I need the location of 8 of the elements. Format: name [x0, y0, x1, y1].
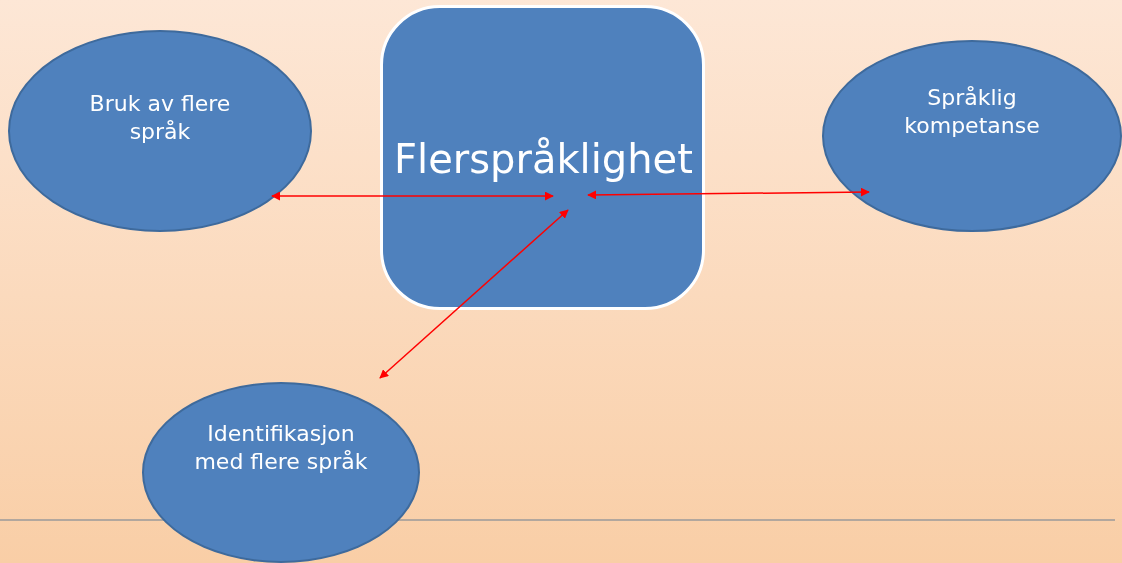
central-title: Flerspråklighet: [393, 135, 694, 184]
concept-label: Bruk av flere språk: [88, 90, 232, 145]
central-rounded-box: [380, 5, 705, 310]
concept-label: Identifikasjon med flere språk: [193, 420, 369, 475]
double-arrow: [587, 187, 870, 200]
double-arrow: [271, 191, 554, 201]
concept-label: Språklig kompetanse: [903, 84, 1041, 139]
double-arrow: [379, 209, 569, 379]
